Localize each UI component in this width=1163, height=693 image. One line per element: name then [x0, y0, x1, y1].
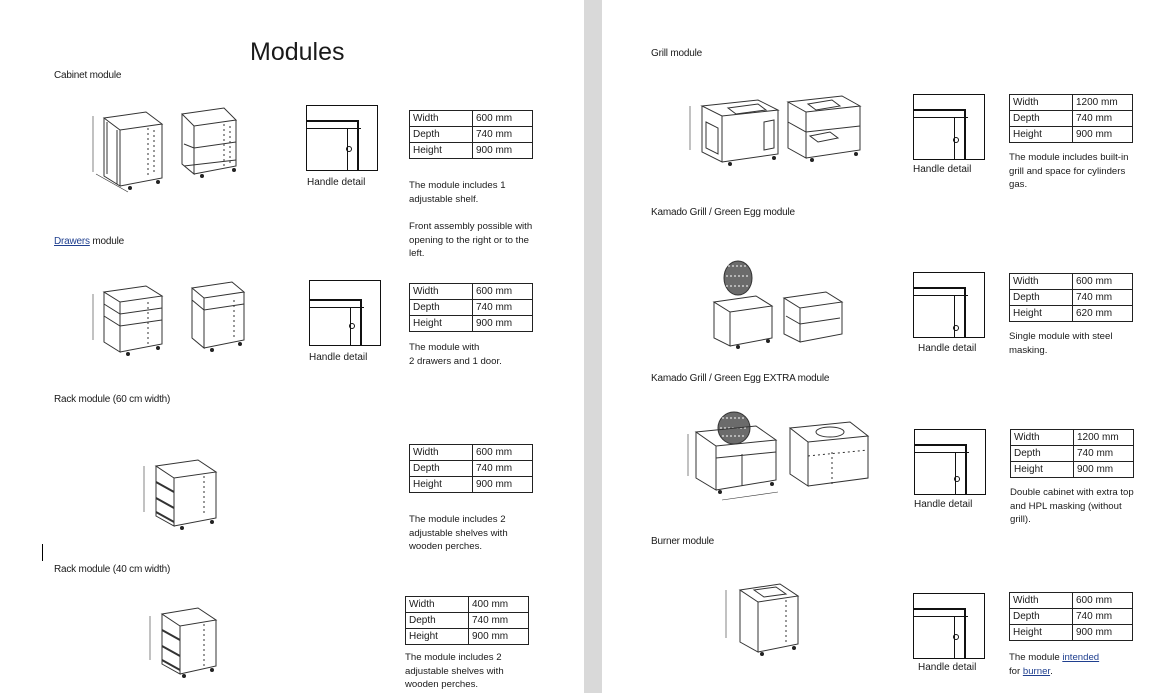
kamado-extra-module-drawing [687, 411, 870, 501]
handle-detail-label: Handle detail [918, 343, 977, 354]
handle-detail-drawing-cabinet [306, 105, 378, 171]
page-title: Modules [250, 38, 345, 66]
handle-detail-label: Handle detail [307, 177, 366, 188]
description-rack60: The module includes 2 adjustable shelves… [409, 514, 508, 552]
handle-detail-label: Handle detail [309, 352, 368, 363]
handle-detail-drawing-grill [913, 94, 985, 160]
rack60-module-drawing [143, 459, 218, 530]
section-title-grill: Grill module [651, 48, 702, 59]
cabinet-module-drawing [92, 107, 238, 193]
description-kamado: Single module with steel masking. [1009, 331, 1113, 356]
handle-detail-drawing-kamado [913, 272, 985, 338]
description-burner: The module intended for burner. [1009, 652, 1100, 677]
handle-detail-drawing-kamado-extra [914, 429, 986, 495]
section-title-rack40: Rack module (40 cm width) [54, 564, 171, 575]
rack40-module-drawing [149, 607, 218, 678]
description-kamado-extra: Double cabinet with extra top and HPL ma… [1010, 487, 1134, 525]
section-title-kamado: Kamado Grill / Green Egg module [651, 207, 795, 218]
description-grill: The module includes built-in grill and s… [1009, 152, 1129, 190]
handle-detail-label: Handle detail [914, 499, 973, 510]
burner-module-drawing [725, 583, 800, 656]
section-title-drawers: Drawers module [54, 236, 125, 247]
section-title-kamado-extra: Kamado Grill / Green Egg EXTRA module [651, 373, 830, 384]
handle-detail-label: Handle detail [918, 662, 977, 673]
section-title-cabinet: Cabinet module [54, 70, 122, 81]
burner-link[interactable]: burner [1022, 665, 1051, 677]
intended-link[interactable]: intended [1062, 652, 1100, 663]
section-title-rack60: Rack module (60 cm width) [54, 394, 171, 405]
description-cabinet: The module includes 1 adjustable shelf. [409, 180, 506, 205]
drawers-module-drawing [92, 281, 246, 356]
document-page-left: Modules Cabinet module Handle detail Wid… [0, 0, 584, 693]
handle-detail-drawing-drawers [309, 280, 381, 346]
grill-module-drawing [689, 95, 862, 166]
handle-detail-drawing-burner [913, 593, 985, 659]
description-rack40: The module includes 2 adjustable shelves… [405, 652, 504, 690]
kamado-module-drawing [712, 260, 844, 349]
section-title-burner: Burner module [651, 536, 714, 547]
text-cursor [42, 544, 43, 561]
page-gap [584, 0, 602, 693]
description-cabinet-assembly: Front assembly possible with opening to … [409, 221, 533, 259]
handle-detail-label: Handle detail [913, 164, 972, 175]
drawers-link[interactable]: Drawers [54, 236, 90, 247]
